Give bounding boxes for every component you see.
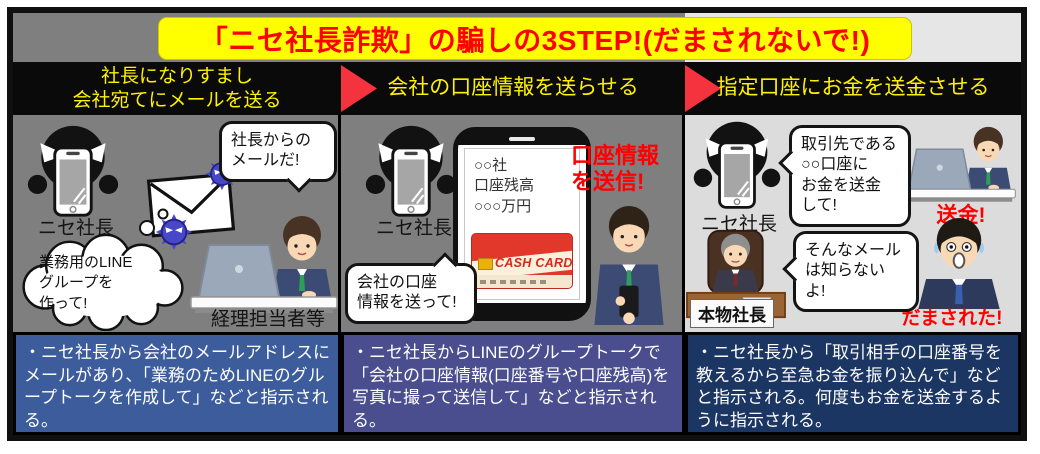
phone-bottom-bezel (458, 303, 586, 316)
step3-header: 指定口座にお金を送金させる (716, 76, 990, 100)
real-president-label: 本物社長 (690, 299, 774, 328)
cash-card-numbers (480, 280, 546, 284)
arrow-right-icon (685, 65, 721, 112)
thought-bubble-text: 業務用のLINE グループを 作って! (39, 254, 133, 312)
victim-label: 経理担当者等 (210, 309, 325, 330)
step2-header: 会社の口座情報を送らせる (387, 76, 639, 100)
step-header-row: 社長になりすまし 会社宛てにメールを送る 会社の口座情報を送らせる 指定口座にお… (13, 62, 1021, 115)
fake-president-speech-bubble: 取引先である ○○口座に お金を送金 して! (789, 125, 911, 227)
arrow-right-icon (341, 65, 377, 112)
fake-president-label: ニセ社長 (700, 214, 777, 235)
alert-text: 口座情報 を送信! (571, 143, 660, 195)
step2-illustration: ニセ社長 会社の口座 情報を送って! ○○社 口座残高 ○○○万円 CASH C… (341, 115, 685, 332)
accountant-at-laptop-illustration (189, 211, 339, 316)
fake-president-icon (363, 123, 459, 219)
result-text: だまされた! (901, 308, 1003, 329)
real-president-speech-bubble: そんなメール は知らない よ! (793, 231, 919, 313)
employee-with-phone-illustration (581, 205, 677, 325)
step3-description: ・ニセ社長から「取引相手の口座番号を教えるから至急お金を振り込んで」などと指示さ… (685, 332, 1021, 435)
cash-card-label: CASH CARD (495, 256, 573, 270)
phone-screen-text: ○○社 口座残高 ○○○万円 (474, 157, 535, 215)
step1-description: ・ニセ社長から会社のメールアドレスにメールがあり、「業務のためLINEのグループ… (13, 332, 341, 435)
fake-president-speech-bubble: 会社の口座 情報を送って! (345, 263, 477, 324)
fake-president-icon (691, 119, 783, 211)
illustration-row: ニセ社長 社長からの メールだ! 経理担当者等 業務用のLINE グループを 作… (13, 115, 1021, 332)
title-banner: 「ニセ社長詐欺」の騙しの3STEP!(だまされないで!) (158, 17, 912, 60)
cash-card: CASH CARD (471, 233, 573, 289)
step1-illustration: ニセ社長 社長からの メールだ! 経理担当者等 業務用のLINE グループを 作… (13, 115, 341, 332)
employee-at-laptop-illustration (901, 123, 1017, 204)
step2-description: ・ニセ社長からLINEのグループトークで「会社の口座情報(口座番号や口座残高)を… (341, 332, 685, 435)
fake-president-label: ニセ社長 (37, 218, 114, 239)
step3-illustration: ニセ社長 取引先である ○○口座に お金を送金 して! 送金! 本物社長 そんな… (685, 115, 1021, 332)
poster-frame: 「ニセ社長詐欺」の騙しの3STEP!(だまされないで!) 社長になりすまし 会社… (7, 7, 1027, 441)
poster-title: 「ニセ社長詐欺」の騙しの3STEP!(だまされないで!) (199, 24, 871, 56)
phone-top-bezel (458, 132, 586, 145)
fake-president-icon (25, 123, 121, 219)
step1-header: 社長になりすまし 会社宛てにメールを送る (72, 65, 282, 111)
cash-card-chip-icon (478, 258, 493, 270)
description-row: ・ニセ社長から会社のメールアドレスにメールがあり、「業務のためLINEのグループ… (13, 332, 1021, 435)
victim-speech-bubble: 社長からの メールだ! (219, 121, 337, 182)
shocked-employee-illustration (909, 217, 1009, 309)
title-row: 「ニセ社長詐欺」の騙しの3STEP!(だまされないで!) (13, 13, 1021, 62)
fake-president-label: ニセ社長 (375, 218, 452, 239)
phone-screen: ○○社 口座残高 ○○○万円 CASH CARD (464, 148, 580, 300)
